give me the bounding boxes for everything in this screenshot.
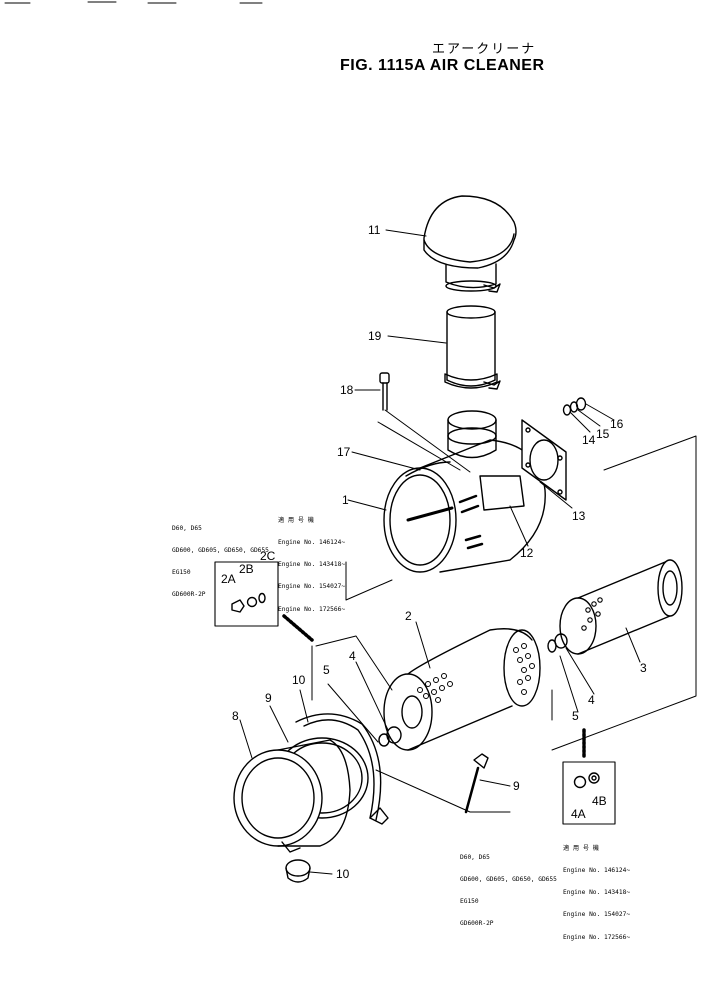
applicability-upper-engines: 適 用 号 機 Engine No. 146124~ Engine No. 14…	[278, 516, 346, 613]
label-2C: 2C	[260, 549, 276, 563]
scan-marks	[4, 1, 263, 4]
part-2-primary-element	[383, 628, 541, 751]
callout-labels: 11 19 18 17 1 13 12 14 15 16 2 3 4 5 4 5…	[221, 223, 647, 881]
label-10: 10	[336, 867, 350, 881]
label-2A: 2A	[221, 572, 236, 586]
label-5-right: 5	[572, 709, 579, 723]
label-18: 18	[340, 383, 354, 397]
part-3-safety-element	[559, 559, 683, 655]
detail-4-nut	[562, 728, 616, 825]
leader-lines	[239, 229, 641, 875]
label-5-left: 5	[323, 663, 330, 677]
label-14: 14	[582, 433, 596, 447]
label-7: 9	[265, 691, 272, 705]
label-16: 16	[610, 417, 624, 431]
label-11: 11	[368, 223, 381, 237]
label-4-left: 4	[349, 649, 356, 663]
parts-4-5-fasteners	[378, 633, 568, 747]
label-6: 8	[232, 709, 239, 723]
detail-2-wing-nut	[214, 561, 314, 642]
label-4A: 4A	[571, 807, 586, 821]
label-4-right: 4	[588, 693, 595, 707]
label-3: 3	[640, 661, 647, 675]
part-6-dust-cup	[233, 739, 351, 853]
label-4B: 4B	[592, 794, 607, 808]
applicability-lower-models: D60, D65 GD600, GD605, GD650, GD655 EG15…	[460, 853, 557, 928]
label-17: 17	[337, 445, 351, 459]
label-2B: 2B	[239, 562, 254, 576]
applicability-upper-models: D60, D65 GD600, GD605, GD650, GD655 EG15…	[172, 524, 269, 599]
part-19-hose	[444, 305, 501, 390]
part-10-evacuator-valve	[285, 859, 311, 883]
label-2: 2	[405, 609, 412, 623]
japanese-title: エアークリーナ	[432, 42, 537, 57]
figure-title: FIG. 1115A AIR CLEANER	[340, 57, 545, 74]
label-9: 9	[513, 779, 520, 793]
label-15: 15	[596, 427, 610, 441]
applicability-right-engines: 適 用 号 機 Engine No. 146124~ Engine No. 14…	[563, 844, 631, 941]
label-19: 19	[368, 329, 382, 343]
part-1-cleaner-body	[383, 410, 546, 573]
part-18-bolt	[379, 372, 471, 473]
label-8: 10	[292, 673, 306, 687]
label-12: 12	[520, 546, 534, 560]
assembly-lines	[311, 421, 697, 813]
part-9-wing-bolt	[464, 753, 489, 814]
part-13-gasket	[521, 419, 567, 501]
label-13: 13	[572, 509, 586, 523]
label-1: 1	[342, 493, 349, 507]
part-11-rain-cap	[423, 195, 517, 293]
